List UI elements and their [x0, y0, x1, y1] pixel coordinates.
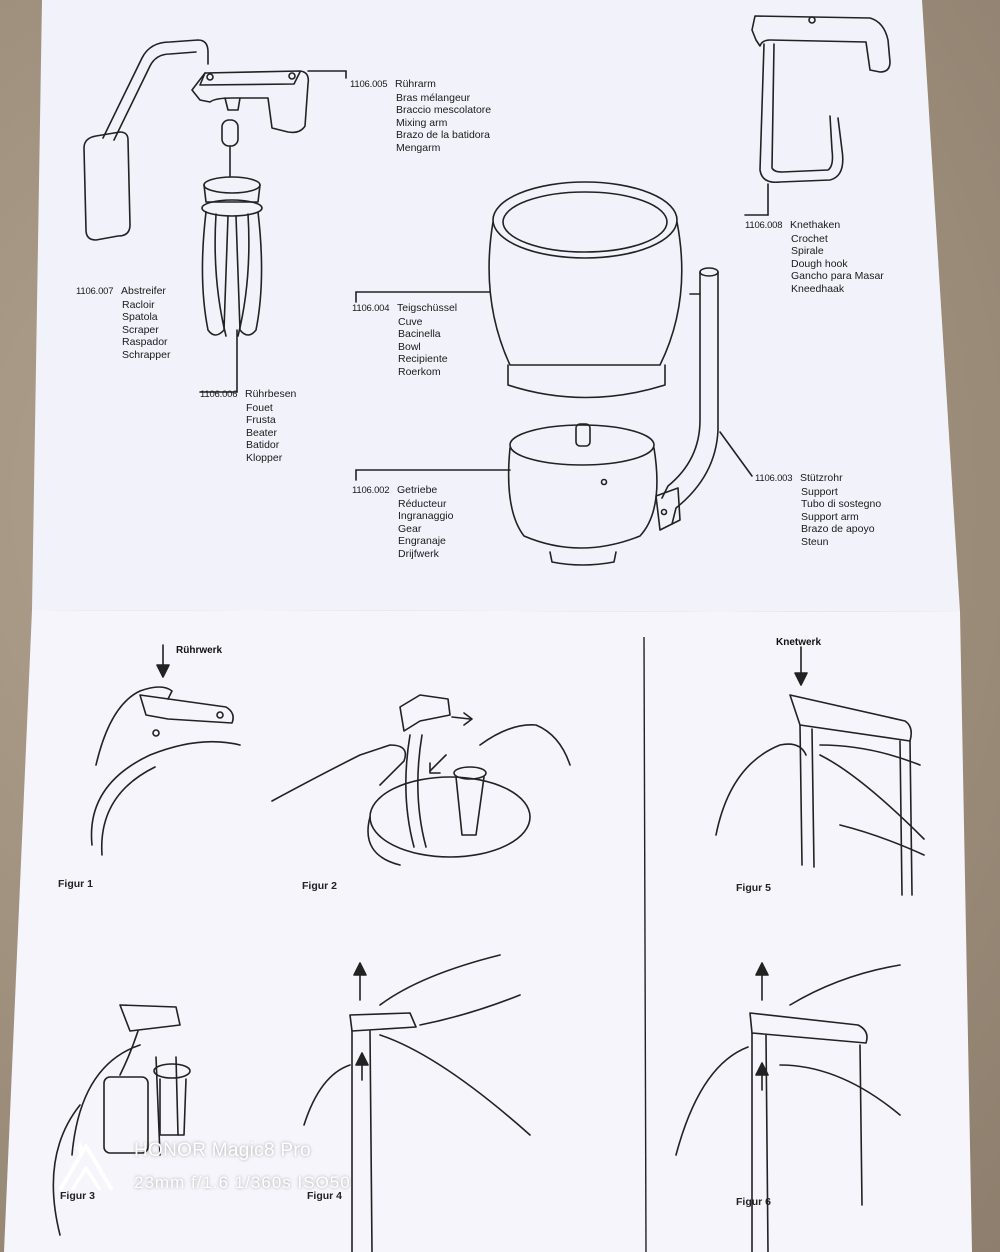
figure-6-caption: Figur 6 — [736, 1196, 772, 1208]
honor-logo-icon — [58, 1141, 114, 1192]
assembly-figures-sheet — [4, 610, 972, 1252]
bowl-illustration — [355, 181, 683, 399]
figure-1-caption: Figur 1 — [58, 878, 94, 890]
paper-bottom — [4, 610, 972, 1252]
figure-2-illustration — [271, 694, 571, 866]
figure-1-illustration — [90, 644, 241, 856]
watermark-brand: HONOR Magic8 Pro — [134, 1140, 311, 1161]
figure-3-caption: Figur 3 — [60, 1190, 96, 1202]
figure-4-caption: Figur 4 — [307, 1190, 343, 1202]
figure-5-caption: Figur 5 — [736, 882, 772, 894]
parts-diagram-sheet — [32, 0, 960, 612]
beater-illustration — [199, 119, 263, 393]
figure-3-illustration — [52, 1004, 191, 1236]
mixing-arm-illustration — [191, 70, 347, 134]
figure-4-illustration — [303, 954, 531, 1252]
heading-ruhrwerk: Rührwerk — [176, 645, 223, 656]
figure-2-caption: Figur 2 — [302, 880, 338, 892]
figure-5-illustration — [715, 646, 925, 896]
column-divider — [643, 636, 647, 1252]
watermark-specs: 23mm f/1.6 1/360s ISO50 — [134, 1173, 351, 1192]
figure-6-illustration — [675, 962, 901, 1252]
dough-hook-illustration — [744, 15, 891, 216]
paper-top — [32, 0, 960, 612]
scraper-illustration — [83, 39, 209, 241]
heading-knetwerk: Knetwerk — [776, 637, 822, 648]
gear-illustration — [355, 423, 658, 566]
support-tube-illustration — [655, 267, 753, 531]
